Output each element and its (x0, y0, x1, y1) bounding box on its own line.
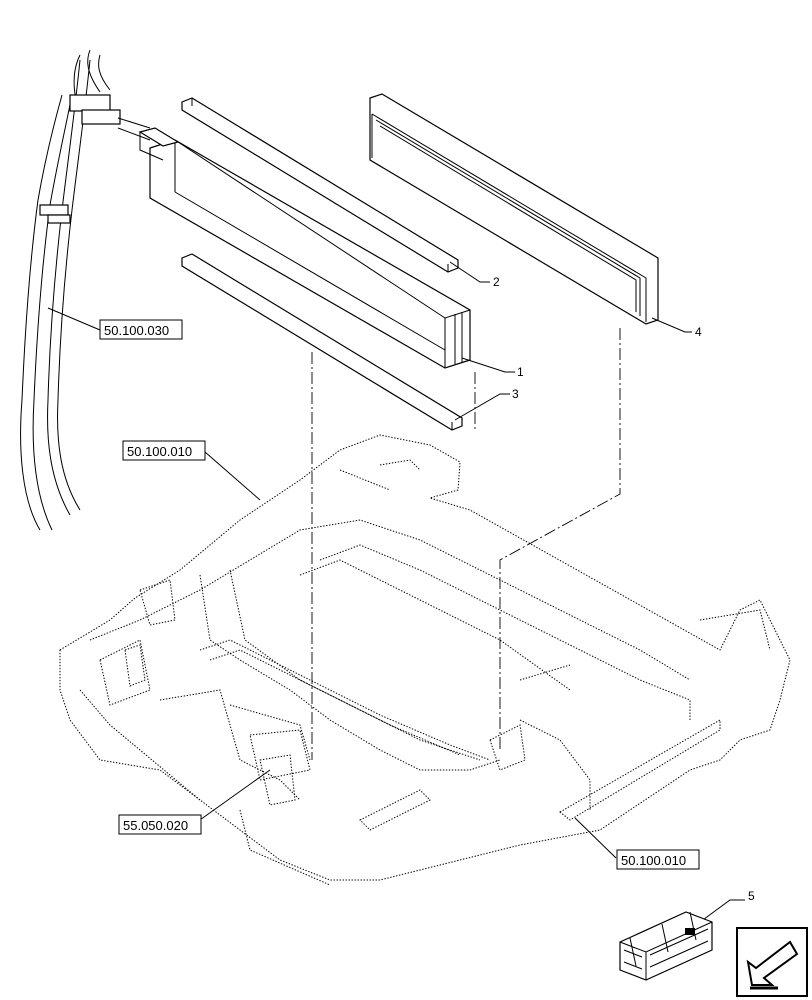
callout-3: 3 (512, 387, 519, 401)
seal-strip-part-3 (181, 253, 463, 431)
ref-label-cab-bottom: 50.100.010 (621, 853, 686, 868)
ref-box-cab-top[interactable]: 50.100.010 (122, 440, 206, 461)
cab-floor-structure (59, 434, 791, 886)
ref-label-electrical: 55.050.020 (123, 818, 188, 833)
seal-strip-part-2 (181, 97, 459, 273)
callout-4: 4 (695, 325, 702, 339)
air-filter-part-4 (369, 93, 659, 325)
hose-assembly (20, 49, 151, 531)
callout-2: 2 (493, 275, 500, 289)
ref-box-cab-bottom[interactable]: 50.100.010 (616, 849, 700, 870)
ref-label-hoses: 50.100.030 (104, 323, 169, 338)
ref-box-electrical[interactable]: 55.050.020 (118, 814, 202, 835)
assembly-lines (311, 328, 621, 760)
leaders (47, 261, 745, 923)
ref-box-hoses[interactable]: 50.100.030 (99, 319, 183, 340)
callout-1: 1 (517, 365, 524, 379)
arrow-down-left-icon[interactable] (736, 927, 808, 997)
crate-icon (619, 911, 713, 981)
heater-core-part-1 (138, 127, 471, 369)
callout-5: 5 (748, 889, 755, 903)
ref-label-cab-top: 50.100.010 (127, 444, 192, 459)
